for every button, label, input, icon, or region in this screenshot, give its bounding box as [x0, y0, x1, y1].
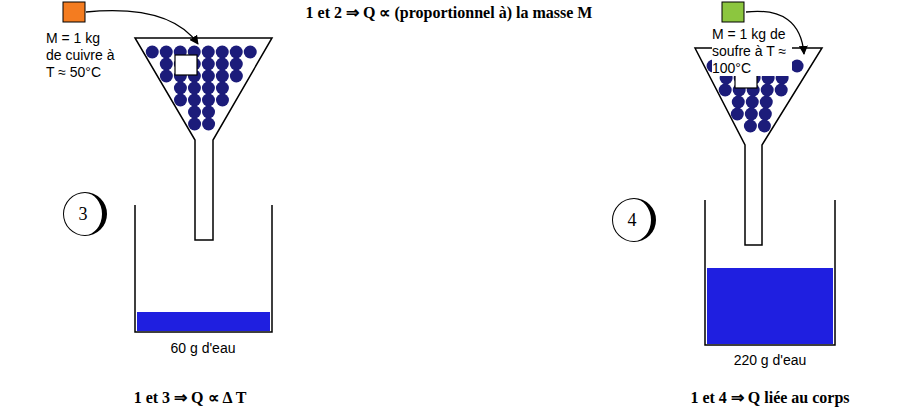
ball: [230, 70, 243, 83]
ball-fill: [146, 46, 257, 131]
ball: [746, 96, 759, 109]
ball: [216, 82, 229, 95]
ball: [216, 70, 229, 83]
drop-arrow: [86, 11, 198, 44]
sulfur-block: [722, 2, 744, 22]
ball: [188, 94, 201, 107]
ball: [160, 58, 173, 71]
funnel: [695, 48, 822, 245]
ball: [760, 96, 773, 109]
beaker: [135, 205, 272, 332]
ball: [761, 84, 774, 97]
ball: [745, 108, 758, 121]
ball: [188, 118, 201, 131]
sample-label: M = 1 kg de soufre à T ≈ 100°C: [712, 26, 792, 76]
ball: [758, 120, 771, 133]
ball: [216, 94, 229, 107]
heading-note: 1 et 2 ⇒ Q ∝ (proportionnel à) la masse …: [0, 3, 898, 22]
ball: [775, 84, 788, 97]
conclusion-note: 1 et 4 ⇒ Q liée au corps: [620, 388, 898, 407]
ball: [731, 108, 744, 121]
callout-number: 4: [628, 210, 637, 231]
ball: [732, 96, 745, 109]
ball: [160, 70, 173, 83]
ball: [174, 94, 187, 107]
ball: [216, 58, 229, 71]
ball: [160, 46, 173, 59]
callout-circle: 4: [612, 198, 656, 242]
sample-square: [175, 55, 197, 75]
ball: [174, 82, 187, 95]
water-label: 60 g d'eau: [133, 340, 273, 357]
ball: [202, 106, 215, 119]
ball: [202, 70, 215, 83]
ball: [230, 46, 243, 59]
ball: [230, 58, 243, 71]
ball: [216, 46, 229, 59]
funnel: [135, 38, 272, 240]
ball: [791, 60, 804, 73]
callout-number: 3: [79, 204, 88, 225]
water: [707, 268, 833, 344]
ball: [188, 82, 201, 95]
ball: [202, 94, 215, 107]
ball: [146, 46, 159, 59]
callout-circle: 3: [63, 192, 107, 236]
copper-block: [63, 2, 85, 22]
ball: [202, 82, 215, 95]
ball: [744, 120, 757, 133]
ball: [202, 46, 215, 59]
water: [137, 312, 270, 331]
ball: [202, 58, 215, 71]
ball: [188, 106, 201, 119]
ball: [759, 108, 772, 121]
water-label: 220 g d'eau: [700, 352, 840, 369]
beaker: [705, 200, 835, 345]
ball: [202, 118, 215, 131]
ball: [244, 46, 257, 59]
conclusion-note: 1 et 3 ⇒ Q ∝ Δ T: [60, 388, 320, 407]
ball: [719, 84, 732, 97]
sample-label: M = 1 kg de cuivre à T ≈ 50°C: [46, 30, 118, 80]
